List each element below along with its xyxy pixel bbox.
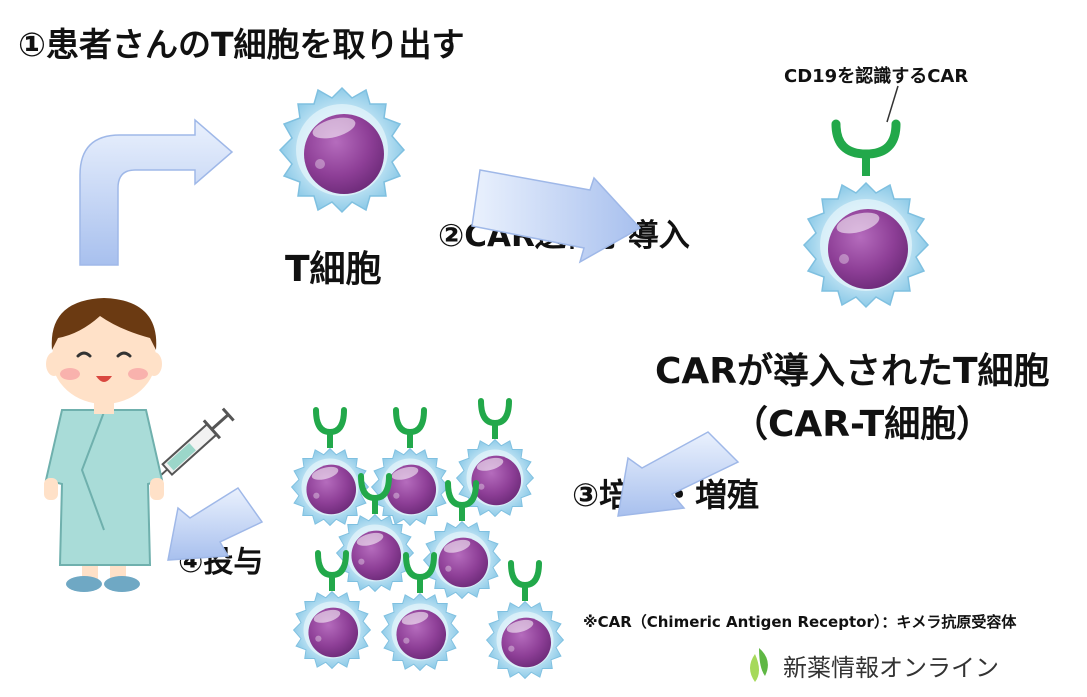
diagonal-arrow-step3 bbox=[617, 431, 740, 517]
t-cell-label: T細胞 bbox=[285, 249, 382, 290]
car-t-cell-icon bbox=[803, 182, 929, 308]
car-receptor-icon bbox=[831, 119, 901, 176]
t-cell-icon bbox=[279, 87, 405, 213]
diagonal-arrow-step4 bbox=[167, 486, 264, 561]
cd19-car-label: CD19を認識するCAR bbox=[784, 66, 969, 87]
brand-name: 新薬情報オンライン bbox=[783, 653, 999, 682]
syringe-icon bbox=[153, 407, 235, 483]
curved-arrow-up-right bbox=[79, 118, 234, 266]
car-t-label-line2: （CAR-T細胞） bbox=[732, 404, 993, 445]
step1-label: ①患者さんのT細胞を取り出す bbox=[18, 25, 465, 64]
footnote: ※CAR（Chimeric Antigen Receptor）：キメラ抗原受容体 bbox=[583, 613, 1017, 631]
diagonal-arrow-step2 bbox=[471, 169, 642, 264]
cd19-pointer-line bbox=[886, 85, 899, 123]
car-t-label-line1: CARが導入されたT細胞 bbox=[655, 351, 1050, 392]
patient-icon bbox=[44, 298, 164, 592]
leaf-logo-icon bbox=[750, 648, 768, 682]
brand-logo: 新薬情報オンライン bbox=[745, 645, 999, 685]
car-t-cluster-icon bbox=[291, 401, 564, 679]
